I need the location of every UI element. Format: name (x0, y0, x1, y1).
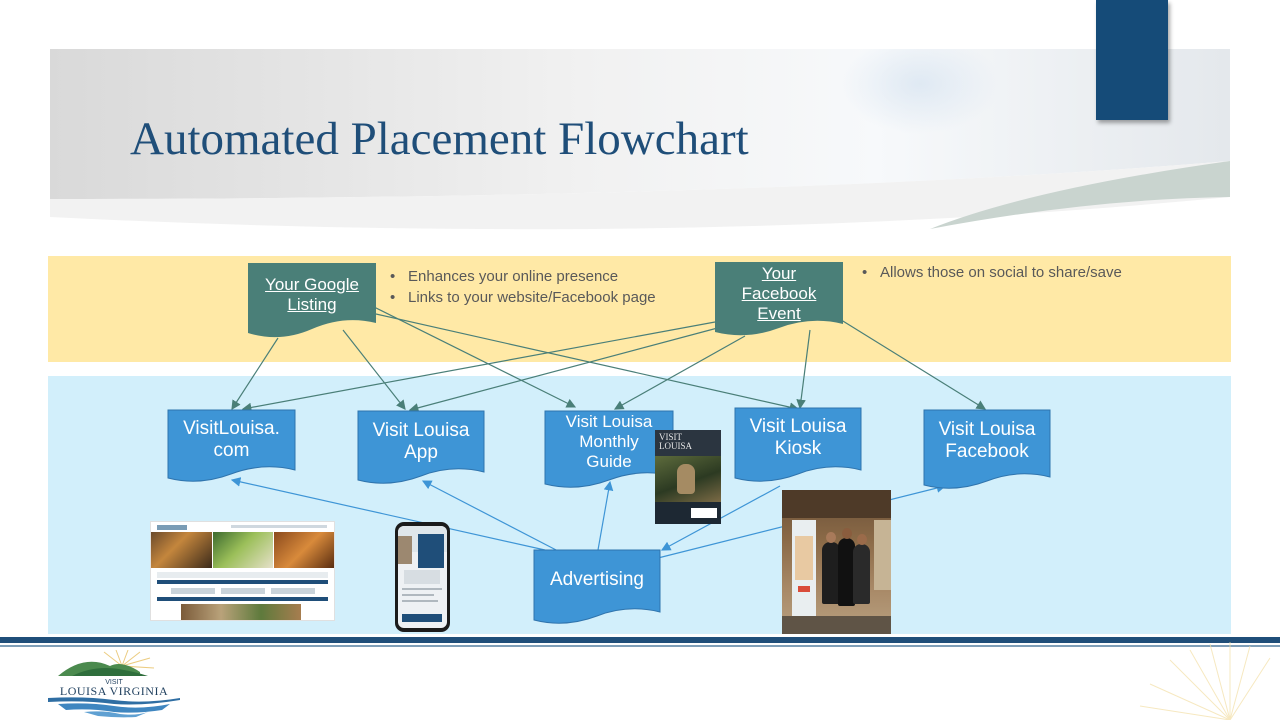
sunburst-decoration (1139, 642, 1271, 720)
facebook-event-box[interactable]: Your Facebook Event (715, 262, 843, 326)
website-screenshot-image (150, 521, 335, 621)
monthly-guide-box[interactable]: Visit Louisa Monthly Guide (545, 410, 673, 474)
visit-louisa-logo: VISIT LOUISA VIRGINIA (48, 650, 180, 718)
google-note-item: Links to your website/Facebook page (390, 287, 656, 308)
facebook-event-notes: Allows those on social to share/save (862, 262, 1122, 283)
footer-rule-dark (0, 637, 1280, 643)
guide-label: Visit Louisa Monthly Guide (565, 411, 653, 472)
kiosk-box-shape (734, 407, 862, 482)
guide-cover-brand: VISIT LOUISA (659, 433, 692, 451)
google-note-item: Enhances your online presence (390, 266, 656, 287)
google-listing-box-shape (248, 263, 376, 338)
advertising-label: Advertising (550, 568, 644, 590)
title-band-background (50, 49, 1230, 230)
app-box-shape (357, 410, 485, 484)
google-listing-box[interactable]: Your Google Listing (248, 263, 376, 327)
google-listing-notes: Enhances your online presence Links to y… (390, 266, 656, 308)
google-listing-link[interactable]: Your Google Listing (265, 274, 359, 314)
visit-louisa-facebook-box[interactable]: Visit Louisa Facebook (924, 410, 1050, 472)
logo-visit-text: VISIT (105, 679, 123, 686)
facebook-event-link[interactable]: Your Facebook Event (741, 263, 817, 324)
fbpage-box-shape (923, 409, 1051, 489)
visit-louisa-app-box[interactable]: Visit Louisa App (358, 411, 484, 473)
visit-louisa-kiosk-box[interactable]: Visit Louisa Kiosk (735, 408, 861, 468)
logo-name-text: LOUISA VIRGINIA (60, 684, 168, 698)
facebook-event-box-shape (715, 262, 843, 336)
guide-cover-brand-line2: LOUISA (659, 441, 692, 451)
advertising-box-shape (533, 549, 661, 624)
website-label: VisitLouisa. com (183, 417, 280, 461)
advertising-box[interactable]: Advertising (534, 550, 660, 610)
visitlouisa-com-box[interactable]: VisitLouisa. com (168, 410, 295, 470)
guide-cover-brand-line1: VISIT (659, 432, 682, 442)
app-phone-image (395, 522, 450, 632)
app-label: Visit Louisa App (372, 419, 470, 463)
corner-accent-bar (1096, 0, 1168, 120)
slide-title: Automated Placement Flowchart (130, 113, 749, 165)
kiosk-photo-image (782, 490, 891, 634)
footer-rule-light (0, 645, 1280, 647)
monthly-guide-cover-image: VISIT LOUISA (655, 430, 721, 524)
kiosk-label: Visit Louisa Kiosk (749, 415, 847, 459)
website-box-shape (167, 409, 296, 482)
facebook-note-item: Allows those on social to share/save (862, 262, 1122, 283)
fbpage-label: Visit Louisa Facebook (938, 418, 1036, 462)
